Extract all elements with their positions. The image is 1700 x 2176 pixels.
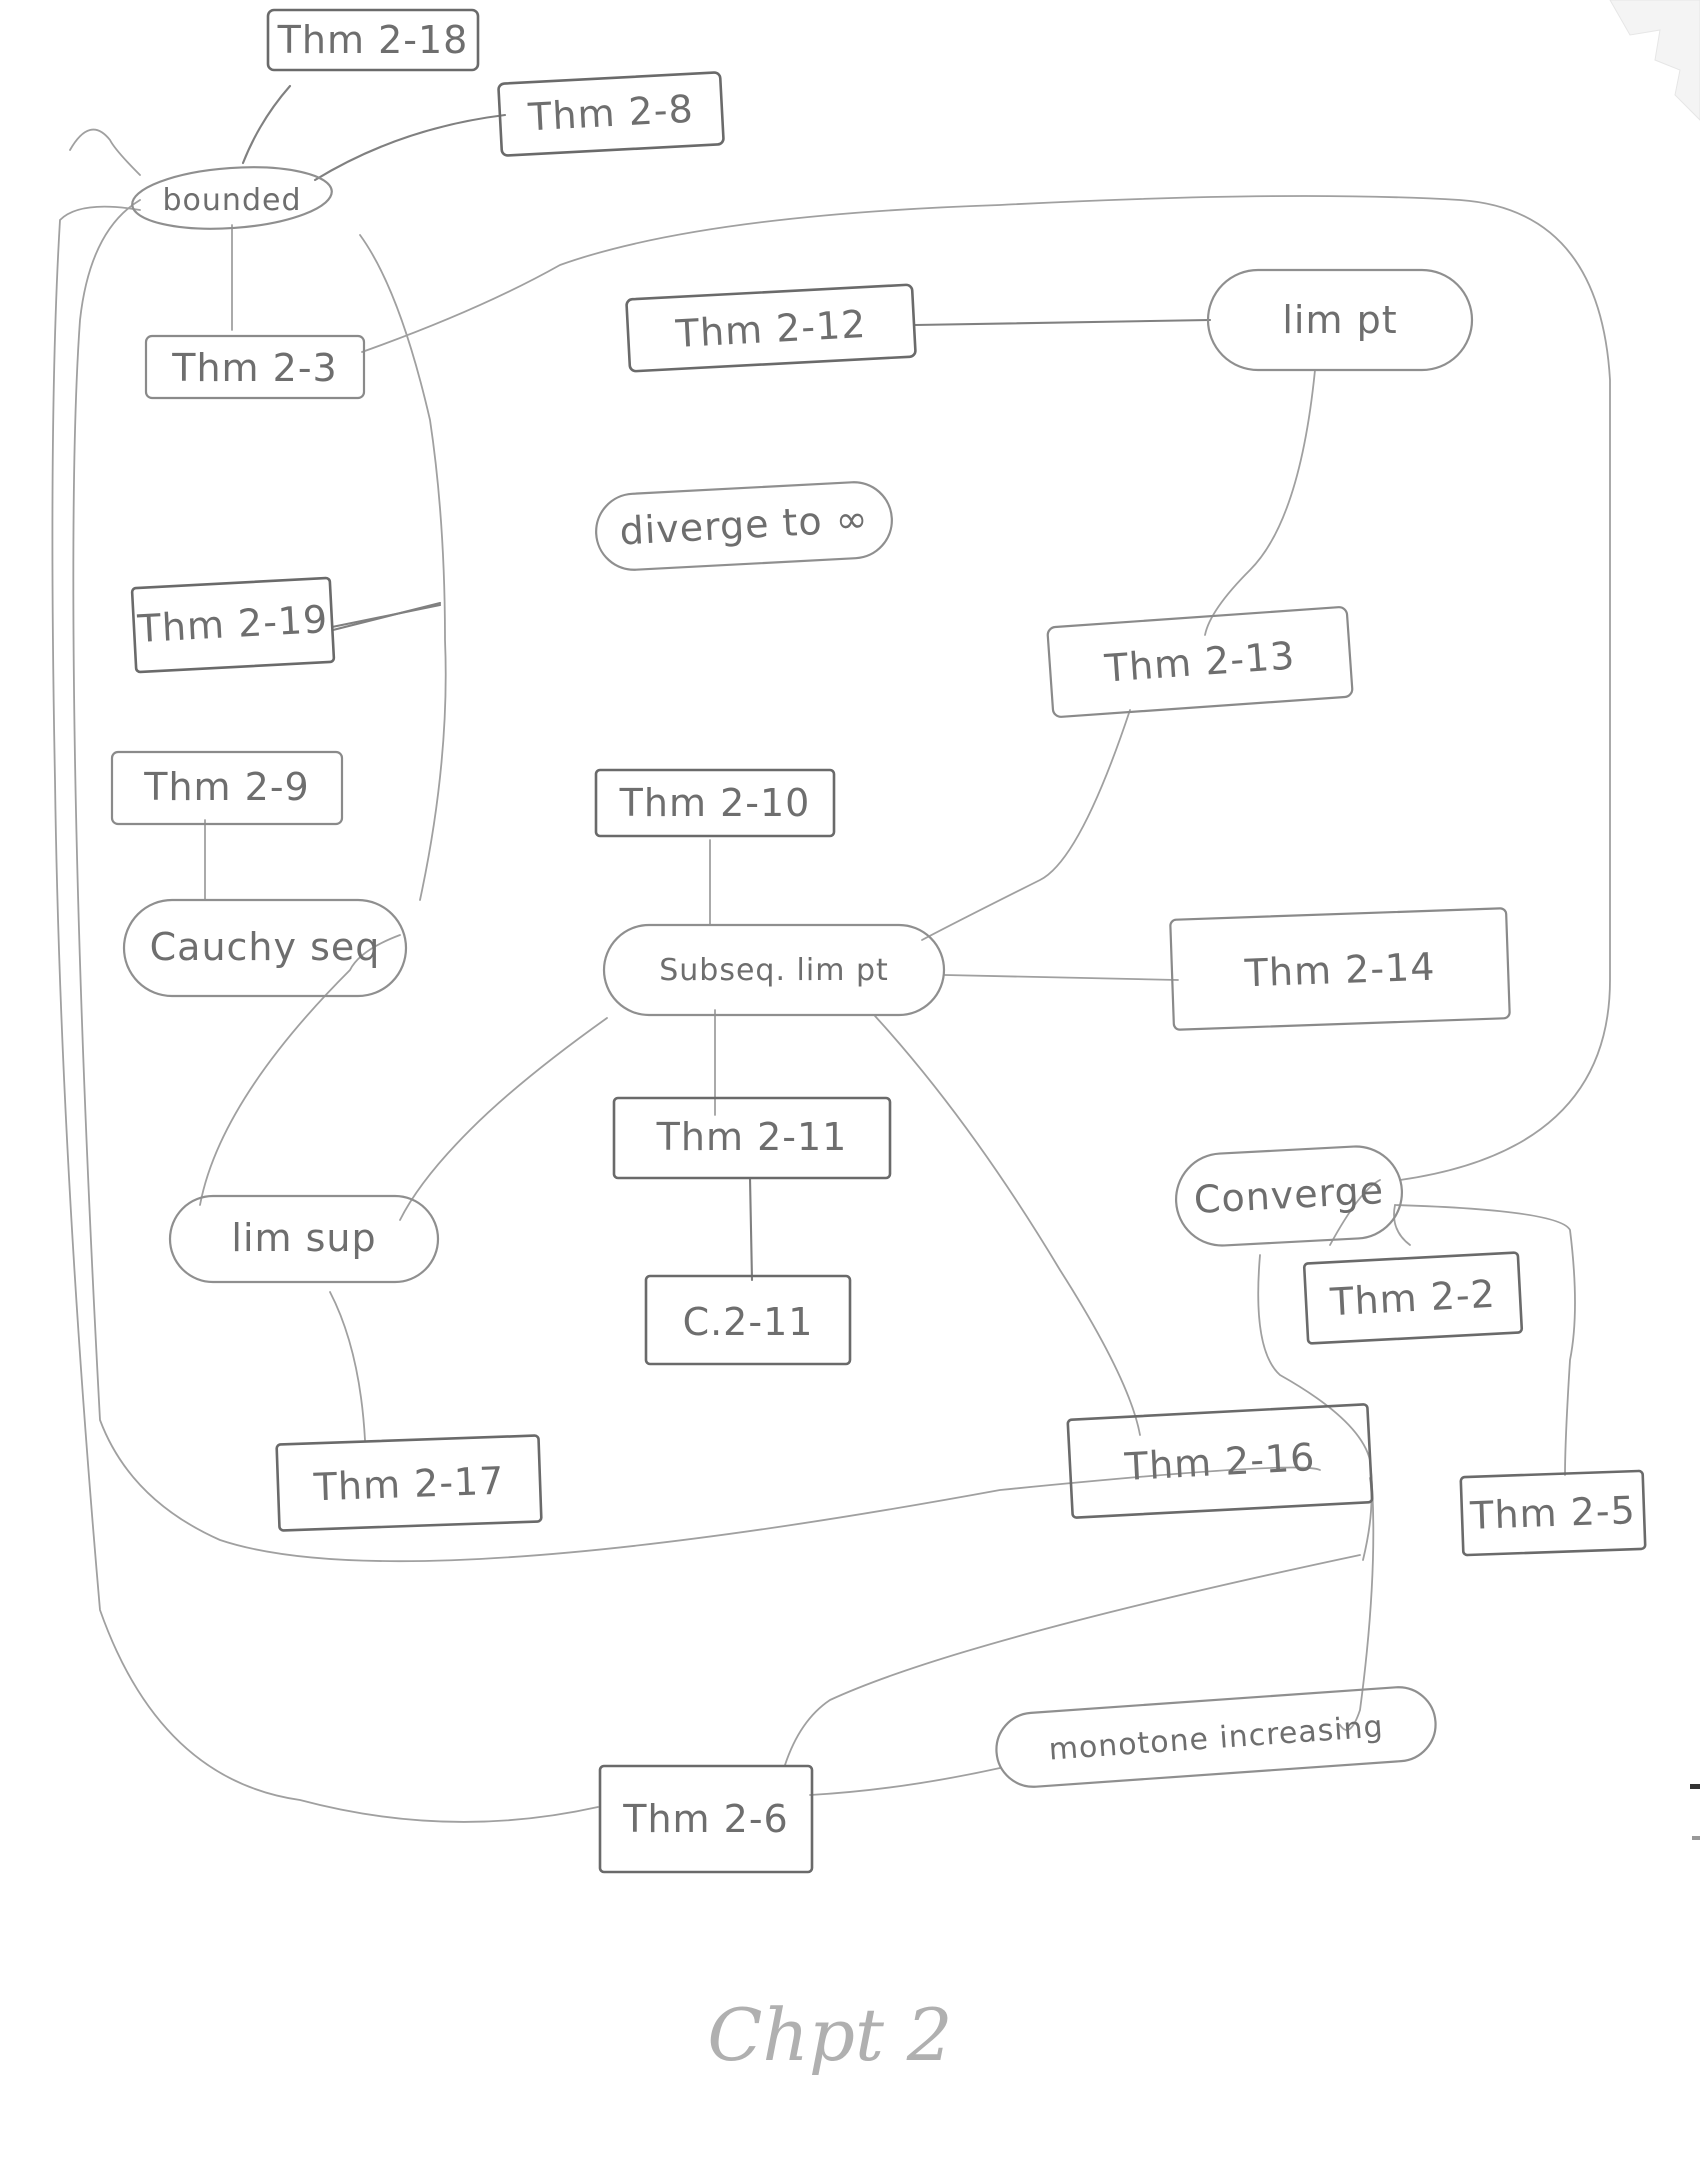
node-label: Thm 2-17 [312,1459,505,1510]
node-bounded: bounded [131,166,333,230]
node-thm-2-18: Thm 2-18 [266,8,480,72]
node-label: diverge to ∞ [618,497,869,554]
node-label: Thm 2-16 [1123,1435,1317,1489]
node-label: lim sup [231,1216,376,1260]
node-subseq-lim-pt: Subseq. lim pt [602,923,946,1017]
node-label: Thm 2-2 [1328,1272,1497,1325]
page-caption: Chpt 2 [707,1993,952,2077]
connectors [51,84,1611,1823]
node-label: Thm 2-19 [136,597,330,651]
node-label: Thm 2-8 [526,87,695,140]
node-monotone-increasing: monotone increasing [995,1686,1437,1788]
node-label: Thm 2-10 [619,781,811,825]
node-label: Cauchy seq [150,925,381,969]
node-thm-2-14: Thm 2-14 [1169,907,1511,1031]
torn-corner [1609,0,1700,121]
node-label: Thm 2-18 [277,18,469,62]
node-thm-2-6: Thm 2-6 [598,1764,814,1874]
edge-mark [1692,1836,1700,1840]
node-lim-sup: lim sup [168,1194,440,1284]
node-thm-2-19: Thm 2-19 [130,576,336,674]
node-thm-2-16: Thm 2-16 [1066,1403,1374,1519]
node-thm-2-8: Thm 2-8 [497,71,725,157]
node-label: bounded [163,183,302,218]
node-lim-pt: lim pt [1206,268,1474,372]
node-label: lim pt [1282,298,1397,342]
node-label: Thm 2-5 [1469,1488,1637,1538]
node-thm-2-12: Thm 2-12 [625,283,917,373]
node-c-2-11: C.2-11 [644,1274,852,1366]
node-label: Thm 2-11 [656,1115,848,1159]
node-label: Thm 2-12 [674,302,868,356]
node-label: Converge [1193,1168,1385,1222]
node-cauchy-seq: Cauchy seq [122,898,408,998]
node-thm-2-3: Thm 2-3 [144,334,366,400]
node-label: C.2-11 [683,1300,814,1344]
node-thm-2-10: Thm 2-10 [594,768,836,838]
node-thm-2-2: Thm 2-2 [1302,1251,1524,1345]
node-converge: Converge [1174,1145,1404,1247]
node-thm-2-13: Thm 2-13 [1046,606,1354,718]
node-thm-2-5: Thm 2-5 [1459,1469,1647,1557]
node-label: Thm 2-14 [1243,945,1436,996]
node-thm-2-11: Thm 2-11 [612,1096,892,1180]
node-label: Thm 2-9 [143,765,309,809]
node-label: Thm 2-3 [171,346,337,390]
node-diverge: diverge to ∞ [595,481,893,571]
node-label: monotone increasing [1048,1709,1385,1767]
node-thm-2-9: Thm 2-9 [110,750,344,826]
node-label: Thm 2-13 [1102,633,1296,690]
edge-mark [1690,1784,1700,1789]
node-thm-2-17: Thm 2-17 [275,1434,543,1532]
node-label: Subseq. lim pt [659,953,889,988]
node-label: Thm 2-6 [622,1797,788,1841]
